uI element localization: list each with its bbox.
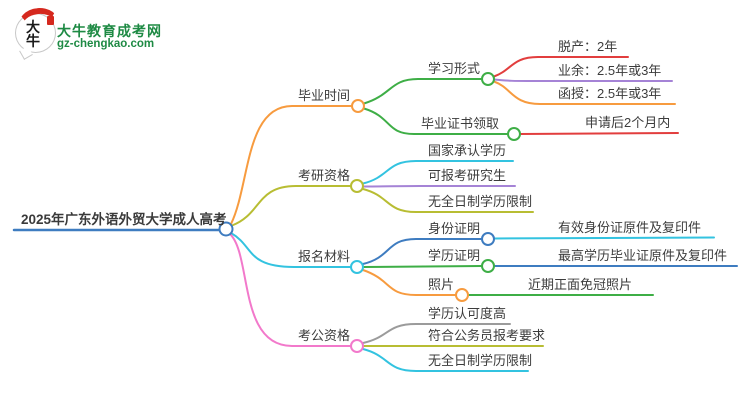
edge-part-time bbox=[493, 78, 673, 82]
site-name: 大牛教育成考网 bbox=[57, 23, 162, 39]
edge-education-proof bbox=[362, 265, 483, 268]
node-highest-diploma-copy[interactable]: 最高学历毕业证原件及复印件 bbox=[558, 248, 728, 263]
expander-civil-service-eligibility[interactable] bbox=[350, 339, 364, 353]
expander-graduation-time[interactable] bbox=[351, 99, 365, 113]
node-part-time[interactable]: 业余：2.5年或3年 bbox=[558, 63, 662, 78]
edge-correspondence bbox=[493, 80, 676, 105]
edge-state-recognized bbox=[362, 160, 514, 185]
node-civil-service-eligibility[interactable]: 考公资格 bbox=[298, 328, 351, 343]
node-meets-civil-service-requirements[interactable]: 符合公务员报考要求 bbox=[428, 328, 546, 343]
node-postgrad-eligibility[interactable]: 考研资格 bbox=[298, 168, 351, 183]
node-study-format[interactable]: 学习形式 bbox=[428, 61, 481, 76]
edge-id-original-copy bbox=[493, 236, 715, 240]
edge-within-2-months bbox=[519, 132, 679, 135]
edge-study-format bbox=[363, 78, 483, 105]
node-no-fulltime-restriction-2[interactable]: 无全日制学历限制 bbox=[428, 353, 533, 368]
logo-seal-icon bbox=[47, 16, 54, 25]
edge-full-time bbox=[493, 56, 629, 78]
edge-identity-proof bbox=[362, 238, 483, 265]
edge-no-fulltime-restriction bbox=[362, 188, 534, 213]
edge-no-fulltime-restriction-2 bbox=[362, 348, 529, 372]
node-no-fulltime-restriction[interactable]: 无全日制学历限制 bbox=[428, 194, 533, 209]
node-photo[interactable]: 照片 bbox=[428, 277, 455, 292]
edge-high-recognition bbox=[362, 323, 511, 344]
expander-diploma-collection[interactable] bbox=[507, 127, 521, 141]
edge-graduation-time bbox=[230, 105, 353, 225]
node-high-recognition[interactable]: 学历认可度高 bbox=[428, 306, 507, 321]
node-education-proof[interactable]: 学历证明 bbox=[428, 248, 481, 263]
node-graduation-time[interactable]: 毕业时间 bbox=[298, 88, 351, 103]
edge-registration-materials bbox=[230, 232, 352, 268]
expander-education-proof[interactable] bbox=[481, 259, 495, 273]
edge-can-apply-postgrad bbox=[362, 185, 516, 188]
edge-diploma-collection bbox=[363, 107, 509, 135]
expander-photo[interactable] bbox=[455, 288, 469, 302]
expander-postgrad-eligibility[interactable] bbox=[350, 179, 364, 193]
logo-bubble-icon: 大牛 bbox=[14, 5, 62, 60]
node-within-2-months[interactable]: 申请后2个月内 bbox=[585, 115, 671, 130]
edge-postgrad-eligibility bbox=[231, 185, 352, 227]
expander-registration-materials[interactable] bbox=[350, 260, 364, 274]
expander-identity-proof[interactable] bbox=[481, 232, 495, 246]
node-id-original-copy[interactable]: 有效身份证原件及复印件 bbox=[558, 220, 702, 235]
node-full-time[interactable]: 脱产：2年 bbox=[558, 39, 618, 54]
node-correspondence[interactable]: 函授：2.5年或3年 bbox=[558, 86, 662, 101]
logo-mark-text: 大牛 bbox=[26, 19, 40, 49]
node-state-recognized[interactable]: 国家承认学历 bbox=[428, 143, 507, 158]
node-recent-photo[interactable]: 近期正面免冠照片 bbox=[528, 277, 633, 292]
site-logo: 大牛 大牛教育成考网 gz-chengkao.com bbox=[14, 5, 184, 60]
site-url: gz-chengkao.com bbox=[57, 38, 155, 50]
expander-study-format[interactable] bbox=[481, 72, 495, 86]
node-root[interactable]: 2025年广东外语外贸大学成人高考 bbox=[21, 212, 227, 227]
node-can-apply-postgrad[interactable]: 可报考研究生 bbox=[428, 168, 507, 183]
edge-civil-service-eligibility bbox=[229, 233, 352, 347]
expander-root[interactable] bbox=[218, 221, 234, 237]
node-identity-proof[interactable]: 身份证明 bbox=[428, 221, 481, 236]
edge-photo bbox=[362, 269, 457, 296]
node-diploma-collection[interactable]: 毕业证书领取 bbox=[421, 116, 500, 131]
node-registration-materials[interactable]: 报名材料 bbox=[298, 249, 351, 264]
